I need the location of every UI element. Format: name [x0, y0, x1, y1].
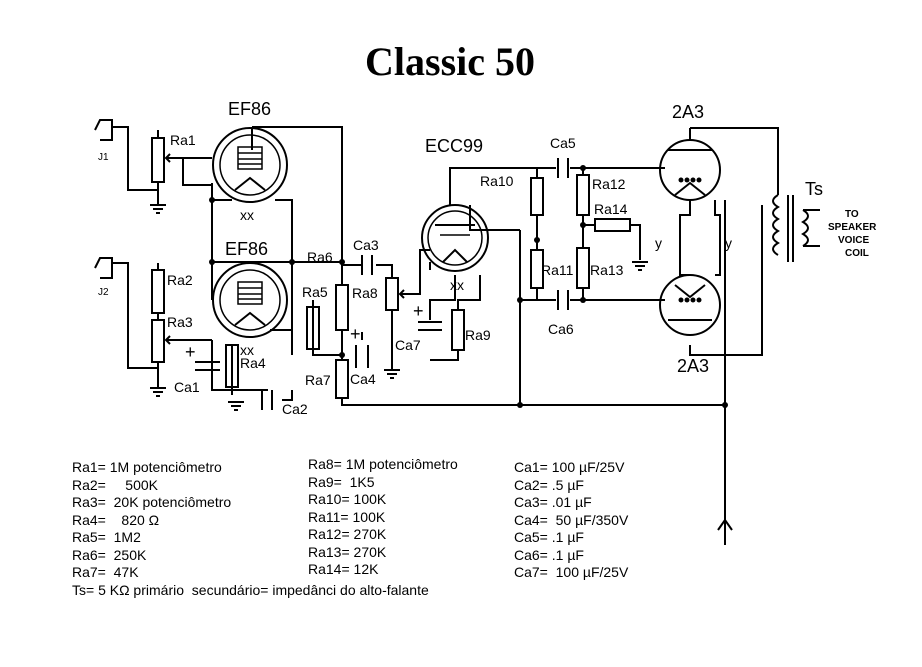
label-xx-1: xx [240, 207, 254, 223]
legend-resistors-2: Ra8= 1M potenciômetro Ra9= 1K5 Ra10= 100… [308, 456, 458, 579]
label-ca7: Ca7 [395, 337, 421, 353]
legend-line: Ra9= 1K5 [308, 473, 375, 490]
legend-capacitors: Ca1= 100 µF/25V Ca2= .5 µF Ca3= .01 µF C… [514, 459, 628, 582]
label-ra11: Ra11 [541, 262, 574, 278]
legend-line: Ra2= 500K [72, 476, 159, 493]
legend-line: Ra7= 47K [72, 564, 139, 580]
junction-dots [209, 165, 728, 408]
label-speaker-1: TO [845, 209, 859, 220]
tube-2a3-top [659, 139, 721, 201]
legend-line: Ca3= .01 µF [514, 494, 592, 510]
label-ra12: Ra12 [592, 176, 626, 192]
label-xx-2: xx [240, 342, 254, 358]
label-y-1: y [655, 235, 662, 251]
label-ca5: Ca5 [550, 135, 576, 151]
tube-ecc99 [421, 204, 489, 272]
label-ra14: Ra14 [594, 201, 628, 217]
label-ra2: Ra2 [167, 272, 193, 288]
legend-line: Ra11= 100K [308, 508, 386, 525]
jack-j1 [94, 119, 113, 141]
label-ef86-bottom: EF86 [225, 239, 268, 259]
label-plus-2: + [350, 324, 361, 344]
label-ca3: Ca3 [353, 237, 379, 253]
label-speaker-4: COIL [845, 248, 869, 259]
label-ra9: Ra9 [465, 327, 491, 343]
page-title: Classic 50 [365, 39, 535, 84]
label-ca6: Ca6 [548, 321, 574, 337]
legend-line: Ca6= .1 µF [514, 546, 584, 563]
legend-line: Ra4= 820 Ω [72, 511, 160, 528]
legend-line: Ra3= 20K potenciômetro [72, 494, 232, 510]
legend-line: Ra6= 250K [72, 546, 147, 563]
label-ts: Ts [805, 179, 823, 199]
wiring [112, 126, 779, 520]
label-ra7: Ra7 [305, 372, 331, 388]
ground-symbols [150, 204, 733, 545]
legend-line: Ra14= 12K [308, 561, 379, 577]
label-ra5: Ra5 [302, 284, 328, 300]
label-ca1: Ca1 [174, 379, 200, 395]
legend-line: Ra12= 270K [308, 526, 387, 542]
label-ra3: Ra3 [167, 314, 193, 330]
label-xx-3: xx [450, 277, 464, 293]
legend-resistors-1: Ra1= 1M potenciômetro Ra2= 500K Ra3= 20K… [72, 459, 429, 599]
label-ra10: Ra10 [480, 173, 514, 189]
label-speaker-2: SPEAKER [828, 222, 877, 233]
label-plus-3: + [413, 301, 424, 321]
label-2a3-bottom: 2A3 [677, 356, 709, 376]
label-ca4: Ca4 [350, 371, 376, 387]
label-ra8: Ra8 [352, 285, 378, 301]
label-ca2: Ca2 [282, 401, 308, 417]
label-ecc99: ECC99 [425, 136, 483, 156]
label-j2: J2 [98, 287, 109, 298]
output-transformer [772, 194, 820, 262]
legend-line: Ra10= 100K [308, 491, 387, 507]
legend-line: Ca2= .5 µF [514, 476, 584, 493]
label-ra13: Ra13 [590, 262, 624, 278]
label-2a3-top: 2A3 [672, 102, 704, 122]
tube-ef86-top [212, 127, 288, 203]
resistors [151, 137, 631, 399]
label-y-2: y [725, 235, 732, 251]
legend-line: Ra13= 270K [308, 543, 387, 560]
legend-line: Ra8= 1M potenciômetro [308, 456, 458, 472]
label-ra6: Ra6 [307, 249, 333, 265]
legend-ts: Ts= 5 KΩ primário secundário= impedânci … [72, 581, 429, 598]
label-j1: J1 [98, 152, 109, 163]
label-plus-1: + [185, 342, 196, 362]
legend-line: Ca1= 100 µF/25V [514, 459, 625, 475]
legend-line: Ra5= 1M2 [72, 529, 141, 545]
jack-j2 [94, 257, 113, 279]
legend-line: Ca4= 50 µF/350V [514, 511, 629, 528]
label-speaker-3: VOICE [838, 235, 869, 246]
label-ef86-top: EF86 [228, 99, 271, 119]
legend-line: Ca7= 100 µF/25V [514, 564, 629, 580]
capacitors [195, 158, 569, 410]
tube-ef86-bottom [212, 262, 288, 338]
label-ra4: Ra4 [240, 355, 266, 371]
legend-line: Ca5= .1 µF [514, 529, 584, 545]
legend-line: Ra1= 1M potenciômetro [72, 459, 222, 475]
labels: EF86 EF86 ECC99 2A3 2A3 Ts TO SPEAKER VO… [98, 99, 877, 417]
tube-2a3-bottom [659, 274, 721, 336]
label-ra1: Ra1 [170, 132, 196, 148]
